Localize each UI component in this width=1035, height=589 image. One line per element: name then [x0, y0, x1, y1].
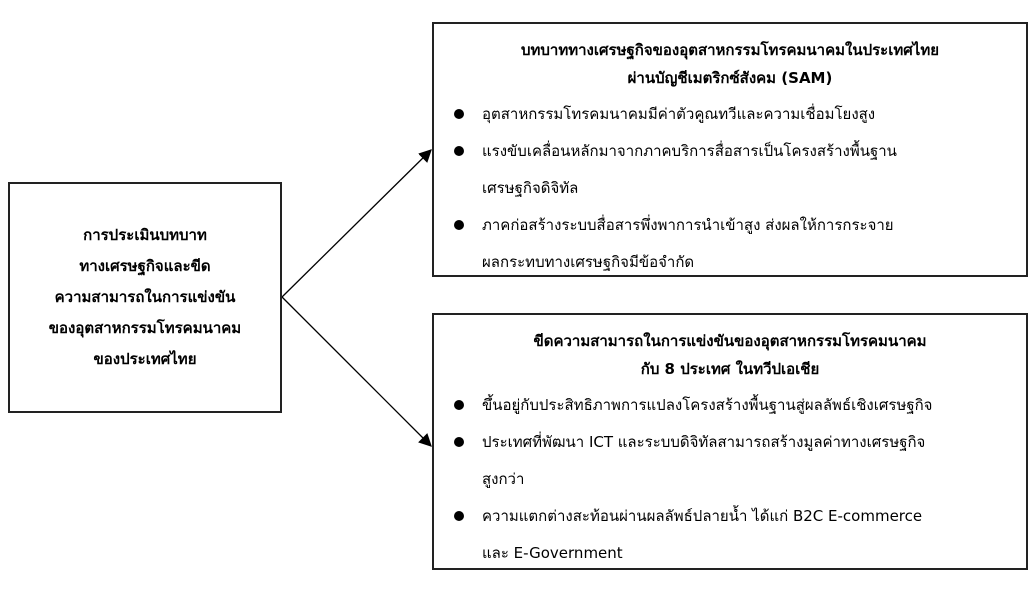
bullet-list: อุตสาหกรรมโทรคมนาคมมีค่าตัวคูณทวีและความ…: [434, 96, 1026, 281]
bullet-list: ขึ้นอยู่กับประสิทธิภาพการแปลงโครงสร้างพื…: [434, 387, 1026, 572]
item-line: ผลกระทบทางเศรษฐกิจมีข้อจำกัด: [482, 253, 695, 271]
arrow-to-bottom-box: [281, 296, 432, 447]
title-line: ของประเทศไทย: [93, 350, 197, 368]
bullet-icon: [454, 400, 464, 410]
title-line: ของอุตสาหกรรมโทรคมนาคม: [48, 319, 242, 337]
title-line: กับ 8 ประเทศ ในทวีปเอเชีย: [640, 360, 820, 378]
list-item: ขึ้นอยู่กับประสิทธิภาพการแปลงโครงสร้างพื…: [454, 387, 1012, 424]
bullet-icon: [454, 109, 464, 119]
list-item: ความแตกต่างสะท้อนผ่านผลลัพธ์ปลายน้ำ ได้แ…: [454, 498, 1012, 572]
item-line: ความแตกต่างสะท้อนผ่านผลลัพธ์ปลายน้ำ ได้แ…: [482, 507, 923, 525]
bullet-icon: [454, 220, 464, 230]
item-line: สูงกว่า: [482, 470, 525, 488]
title-line: การประเมินบทบาท: [83, 226, 207, 244]
box-title: บทบาททางเศรษฐกิจของอุตสาหกรรมโทรคมนาคมใน…: [434, 36, 1026, 92]
assessment-title: การประเมินบทบาท ทางเศรษฐกิจและขีด ความสา…: [49, 220, 241, 375]
item-line: และ E-Government: [482, 544, 623, 562]
box-title: ขีดความสามารถในการแข่งขันของอุตสาหกรรมโท…: [434, 327, 1026, 383]
item-line: เศรษฐกิจดิจิทัล: [482, 179, 579, 197]
bullet-icon: [454, 146, 464, 156]
title-line: บทบาททางเศรษฐกิจของอุตสาหกรรมโทรคมนาคมใน…: [521, 41, 939, 59]
title-line: ทางเศรษฐกิจและขีด: [79, 257, 211, 275]
arrow-to-top-box: [281, 149, 432, 298]
bullet-icon: [454, 437, 464, 447]
competitiveness-box: ขีดความสามารถในการแข่งขันของอุตสาหกรรมโท…: [432, 313, 1028, 570]
title-line: ความสามารถในการแข่งขัน: [54, 288, 236, 306]
list-item: ประเทศที่พัฒนา ICT และระบบดิจิทัลสามารถส…: [454, 424, 1012, 498]
item-line: ขึ้นอยู่กับประสิทธิภาพการแปลงโครงสร้างพื…: [482, 396, 933, 414]
item-line: ภาคก่อสร้างระบบสื่อสารพึ่งพาการนำเข้าสูง…: [482, 216, 894, 234]
item-line: แรงขับเคลื่อนหลักมาจากภาคบริการสื่อสารเป…: [482, 142, 897, 160]
list-item: อุตสาหกรรมโทรคมนาคมมีค่าตัวคูณทวีและความ…: [454, 96, 1012, 133]
assessment-box: การประเมินบทบาท ทางเศรษฐกิจและขีด ความสา…: [8, 182, 282, 413]
item-line: ประเทศที่พัฒนา ICT และระบบดิจิทัลสามารถส…: [482, 433, 926, 451]
economic-role-box: บทบาททางเศรษฐกิจของอุตสาหกรรมโทรคมนาคมใน…: [432, 22, 1028, 277]
title-line: ผ่านบัญชีเมตริกซ์สังคม (SAM): [627, 69, 833, 87]
item-line: อุตสาหกรรมโทรคมนาคมมีค่าตัวคูณทวีและความ…: [482, 105, 876, 123]
list-item: ภาคก่อสร้างระบบสื่อสารพึ่งพาการนำเข้าสูง…: [454, 207, 1012, 281]
bullet-icon: [454, 511, 464, 521]
title-line: ขีดความสามารถในการแข่งขันของอุตสาหกรรมโท…: [533, 332, 927, 350]
list-item: แรงขับเคลื่อนหลักมาจากภาคบริการสื่อสารเป…: [454, 133, 1012, 207]
